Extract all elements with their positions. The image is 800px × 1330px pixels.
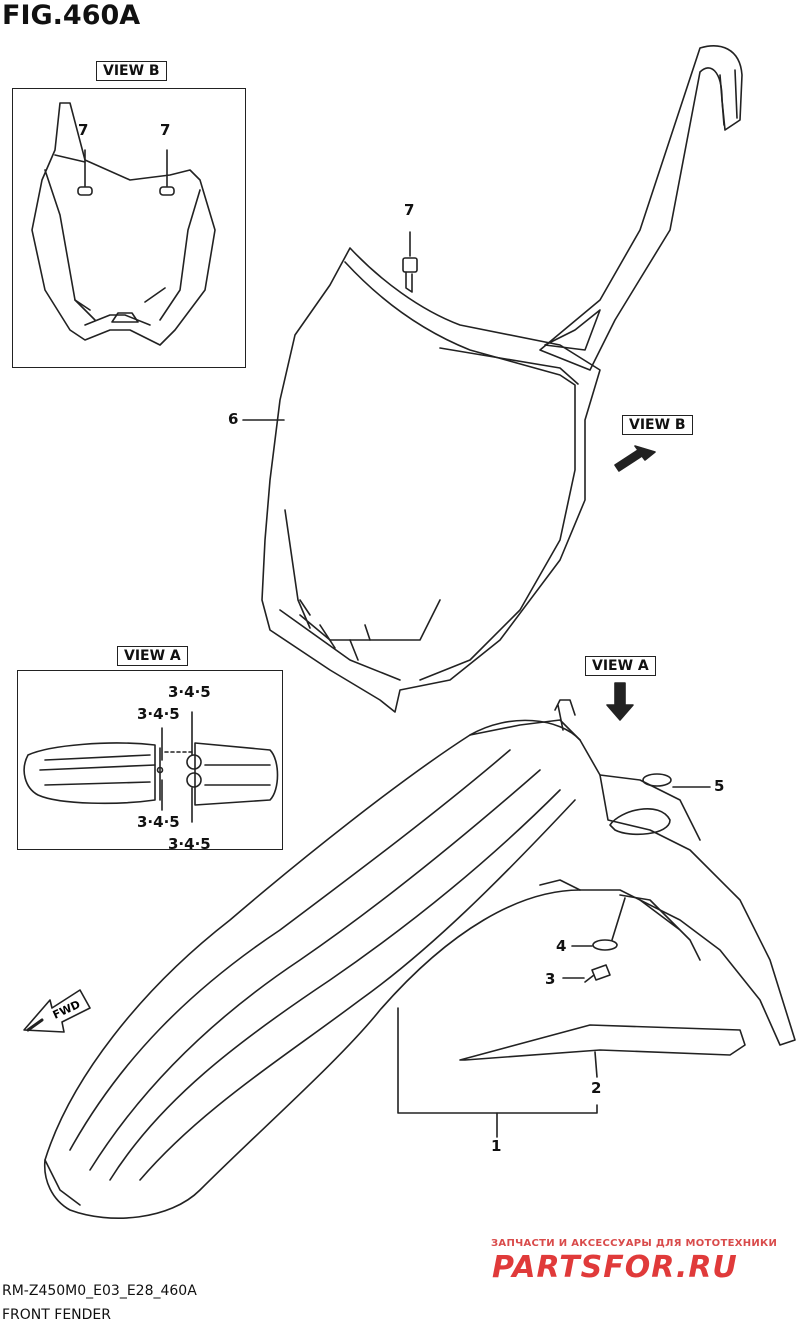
callout-2: 2 (591, 1079, 602, 1097)
number-plate-part-6 (261, 45, 743, 713)
front-fender-part-1 (43, 699, 796, 1219)
screw-part-3 (584, 964, 611, 983)
callout-5: 5 (714, 777, 725, 795)
figure-code: RM-Z450M0_E03_E28_460A (2, 1283, 197, 1299)
callout-1: 1 (491, 1137, 502, 1155)
callout-3: 3 (545, 970, 556, 988)
view-b-arrow (614, 445, 656, 472)
callout-7-viewb-right: 7 (160, 121, 171, 139)
watermark-brand: PARTSFOR.RU (492, 1250, 738, 1285)
callout-6: 6 (228, 410, 239, 428)
view-a-arrow (606, 682, 634, 721)
figure-title: FIG.460A (2, 0, 141, 31)
washer-part-4 (592, 939, 618, 951)
leader-part-1 (397, 1007, 598, 1114)
callout-345-top-left: 3·4·5 (137, 705, 180, 723)
callout-7-viewb-left: 7 (78, 121, 89, 139)
callout-345-bottom-right: 3·4·5 (168, 835, 211, 853)
view-a-arrow-label: VIEW A (585, 656, 656, 676)
callout-7: 7 (404, 201, 415, 219)
callout-345-top-right: 3·4·5 (168, 683, 211, 701)
watermark-tagline: ЗАПЧАСТИ И АКСЕССУАРЫ ДЛЯ МОТОТЕХНИКИ (491, 1238, 778, 1249)
view-b-inset (12, 88, 246, 368)
bolt-part-7 (402, 231, 418, 293)
view-b-label: VIEW B (96, 61, 167, 81)
view-a-label: VIEW A (117, 646, 188, 666)
view-b-arrow-label: VIEW B (622, 415, 693, 435)
leader-part-4-up (611, 897, 626, 941)
figure-name: FRONT FENDER (2, 1307, 111, 1323)
callout-345-bottom-left: 3·4·5 (137, 813, 180, 831)
decal-pad-part-2 (459, 1024, 746, 1078)
washer-part-5 (642, 773, 672, 787)
callout-4: 4 (556, 937, 567, 955)
